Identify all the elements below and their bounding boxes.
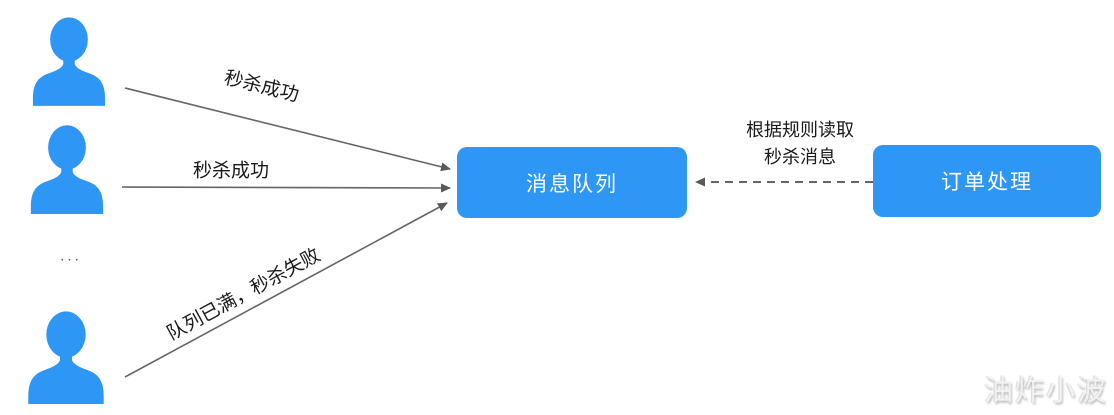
- more-users-ellipsis: ...: [60, 247, 82, 265]
- watermark-text: 油炸小波: [983, 375, 1108, 407]
- order-processing-label: 订单处理: [941, 171, 1033, 194]
- edge-label-read-rule: 根据规则读取 秒杀消息: [746, 117, 854, 171]
- message-queue-node: 消息队列: [457, 147, 687, 218]
- user-icon: [28, 14, 110, 106]
- message-queue-label: 消息队列: [526, 172, 618, 196]
- user-icon: [25, 122, 109, 214]
- user-icon: [23, 308, 109, 404]
- arrow-user2-to-queue: [121, 183, 451, 193]
- edge-label-read-rule-line2: 秒杀消息: [764, 147, 836, 167]
- arrow-user1-to-queue: [124, 87, 451, 172]
- edge-label-read-rule-line1: 根据规则读取: [746, 120, 854, 140]
- arrow-user3-to-queue: [124, 202, 448, 378]
- edge-label-seckill-success-2: 秒杀成功: [192, 160, 270, 182]
- order-processing-node: 订单处理: [873, 145, 1101, 217]
